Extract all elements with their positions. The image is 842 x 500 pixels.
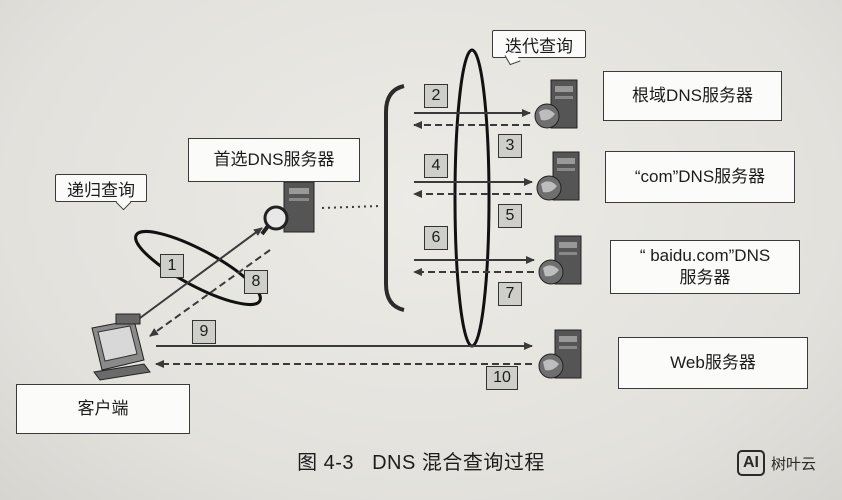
arrow-step-1 xyxy=(139,227,263,319)
connector-dns-bracket xyxy=(321,205,381,209)
baidu-dns-box: “ baidu.com”DNS 服务器 xyxy=(610,240,800,294)
step-number-10: 10 xyxy=(486,366,518,390)
step-number-7: 7 xyxy=(498,282,522,306)
iterative-query-label: 迭代查询 xyxy=(505,36,573,56)
recursive-query-label: 递归查询 xyxy=(67,180,135,200)
recursive-query-callout: 递归查询 xyxy=(55,174,147,202)
step-number-3: 3 xyxy=(498,134,522,158)
step-number-9: 9 xyxy=(192,320,216,344)
server-icon xyxy=(536,151,580,201)
step-number-2: 2 xyxy=(424,84,448,108)
client-box: 客户端 xyxy=(16,384,190,434)
step-number-1: 1 xyxy=(160,254,184,278)
figure-title: DNS 混合查询过程 xyxy=(372,452,545,474)
preferred-dns-box: 首选DNS服务器 xyxy=(188,138,360,182)
baidu-dns-label-line2: 服务器 xyxy=(679,268,731,287)
arrow-step-8 xyxy=(149,249,271,337)
figure-number: 图 4-3 xyxy=(297,452,355,474)
com-dns-label: “com”DNS服务器 xyxy=(634,167,766,186)
watermark: AI 树叶云 xyxy=(737,450,816,476)
root-dns-label: 根域DNS服务器 xyxy=(632,86,753,105)
root-dns-box: 根域DNS服务器 xyxy=(603,71,782,121)
step-number-6: 6 xyxy=(424,226,448,250)
client-label: 客户端 xyxy=(77,399,129,418)
bracket xyxy=(384,84,405,312)
iterative-query-callout: 迭代查询 xyxy=(492,30,586,58)
recursive-ellipse xyxy=(134,229,262,307)
preferred-dns-label: 首选DNS服务器 xyxy=(213,150,335,169)
step-number-8: 8 xyxy=(244,270,268,294)
server-icon xyxy=(534,79,578,129)
client-computer-icon xyxy=(91,313,151,381)
watermark-logo: AI xyxy=(737,450,765,476)
figure-caption: 图 4-3 DNS 混合查询过程 xyxy=(0,446,842,475)
step-number-4: 4 xyxy=(424,154,448,178)
web-server-box: Web服务器 xyxy=(618,337,808,389)
iterative-ellipse xyxy=(453,48,491,348)
watermark-text: 树叶云 xyxy=(771,455,817,473)
web-server-label: Web服务器 xyxy=(670,353,756,372)
server-icon xyxy=(538,329,582,379)
com-dns-box: “com”DNS服务器 xyxy=(605,151,795,203)
step-number-5: 5 xyxy=(498,204,522,228)
server-icon xyxy=(538,235,582,285)
baidu-dns-label-line1: “ baidu.com”DNS xyxy=(639,246,771,265)
dns-server-search-icon xyxy=(260,181,315,236)
